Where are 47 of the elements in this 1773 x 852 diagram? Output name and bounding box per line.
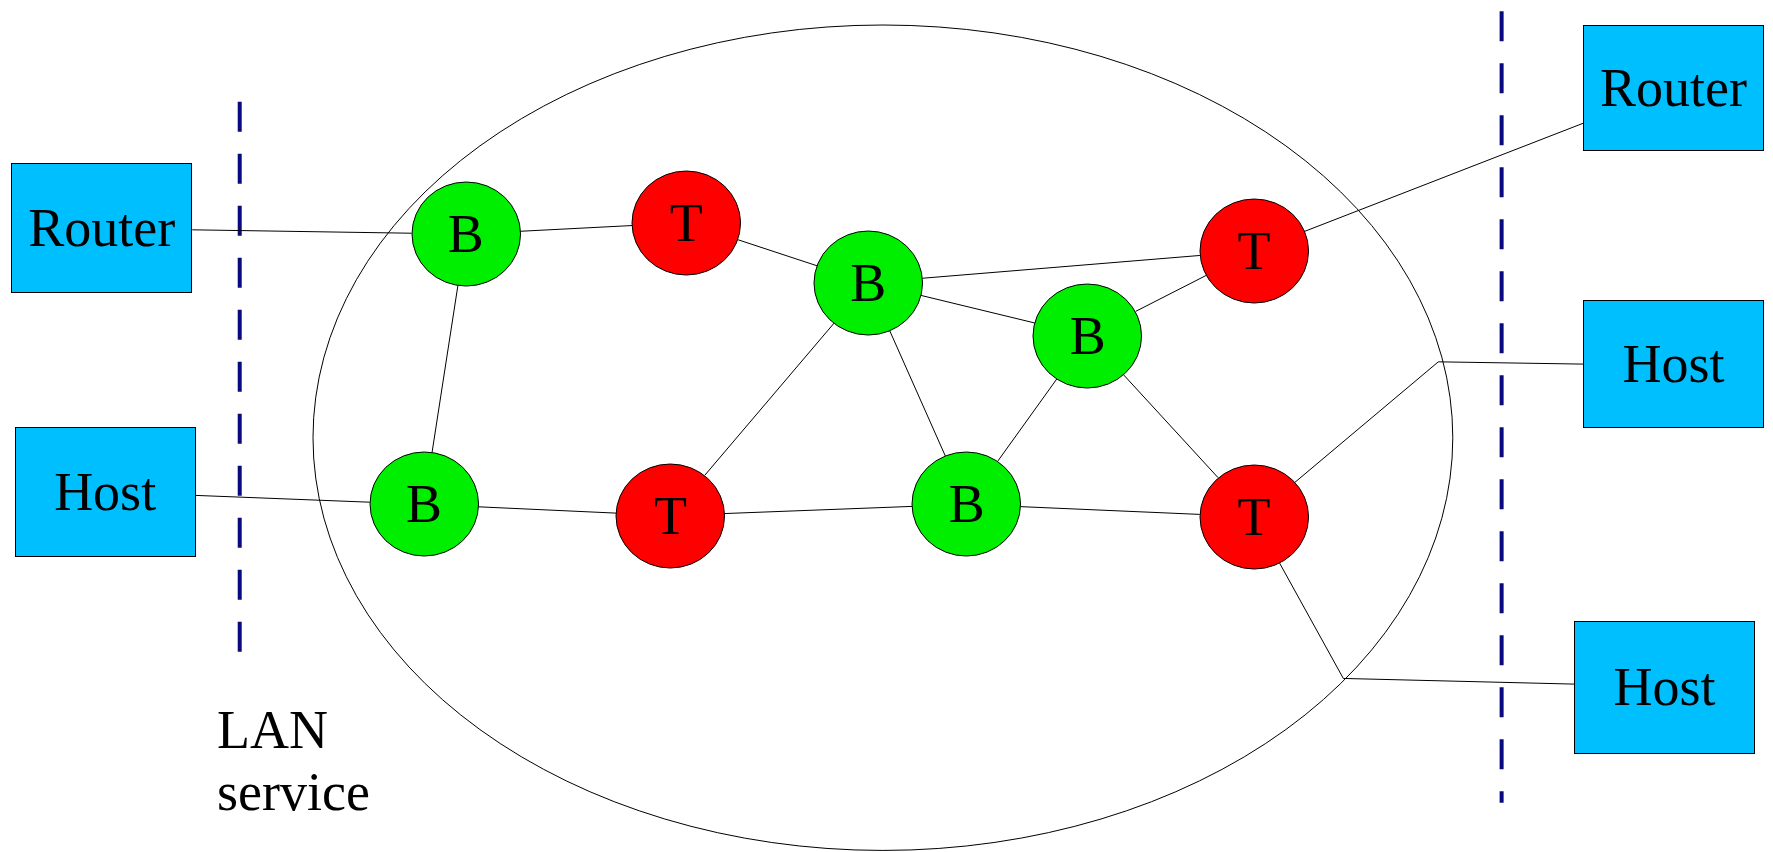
device-box xyxy=(11,163,193,294)
link-line xyxy=(922,254,1201,279)
device-box xyxy=(1583,300,1764,428)
node-letter: T xyxy=(1237,224,1271,278)
device-label: Router xyxy=(28,201,176,256)
node-letter: B xyxy=(406,477,442,532)
node-letter: T xyxy=(1237,489,1271,544)
network-node-circle xyxy=(912,452,1022,557)
device-label: Host xyxy=(1622,337,1725,392)
node-letter: B xyxy=(447,207,484,262)
device-box xyxy=(1574,621,1755,754)
device-label: Router xyxy=(1600,61,1747,116)
link-line xyxy=(1135,274,1207,312)
link-line xyxy=(195,494,371,503)
network-node-circle xyxy=(632,170,741,275)
link-line xyxy=(519,225,633,232)
link-line xyxy=(477,506,617,514)
network-node-circle xyxy=(1199,199,1309,303)
link-line xyxy=(997,378,1058,462)
link-line xyxy=(431,285,459,454)
device-label: Host xyxy=(54,464,157,519)
network-node-circle xyxy=(369,452,479,557)
network-node-circle xyxy=(1199,464,1309,569)
network-node-circle xyxy=(1033,283,1143,388)
link-line xyxy=(1020,506,1201,515)
node-letter: T xyxy=(669,195,703,250)
device-box xyxy=(1583,25,1764,151)
link-line xyxy=(1123,374,1219,479)
network-node-circle xyxy=(411,182,521,287)
device-label: Host xyxy=(1613,660,1716,715)
annotation-text: LAN service xyxy=(217,698,371,823)
link-line xyxy=(920,294,1036,324)
link-line xyxy=(191,229,413,234)
device-box xyxy=(14,426,196,557)
link-line xyxy=(724,505,914,515)
link-line xyxy=(889,330,947,457)
link-line xyxy=(1303,122,1584,232)
network-node-circle xyxy=(616,463,725,568)
node-letter: B xyxy=(850,255,887,310)
network-node-circle xyxy=(814,230,923,335)
node-letter: B xyxy=(1069,308,1106,363)
link-line xyxy=(704,322,835,476)
node-letter: T xyxy=(654,488,687,543)
link-line xyxy=(1278,562,1575,685)
link-line xyxy=(737,239,818,267)
node-letter: B xyxy=(948,477,985,532)
link-line xyxy=(1294,361,1584,483)
